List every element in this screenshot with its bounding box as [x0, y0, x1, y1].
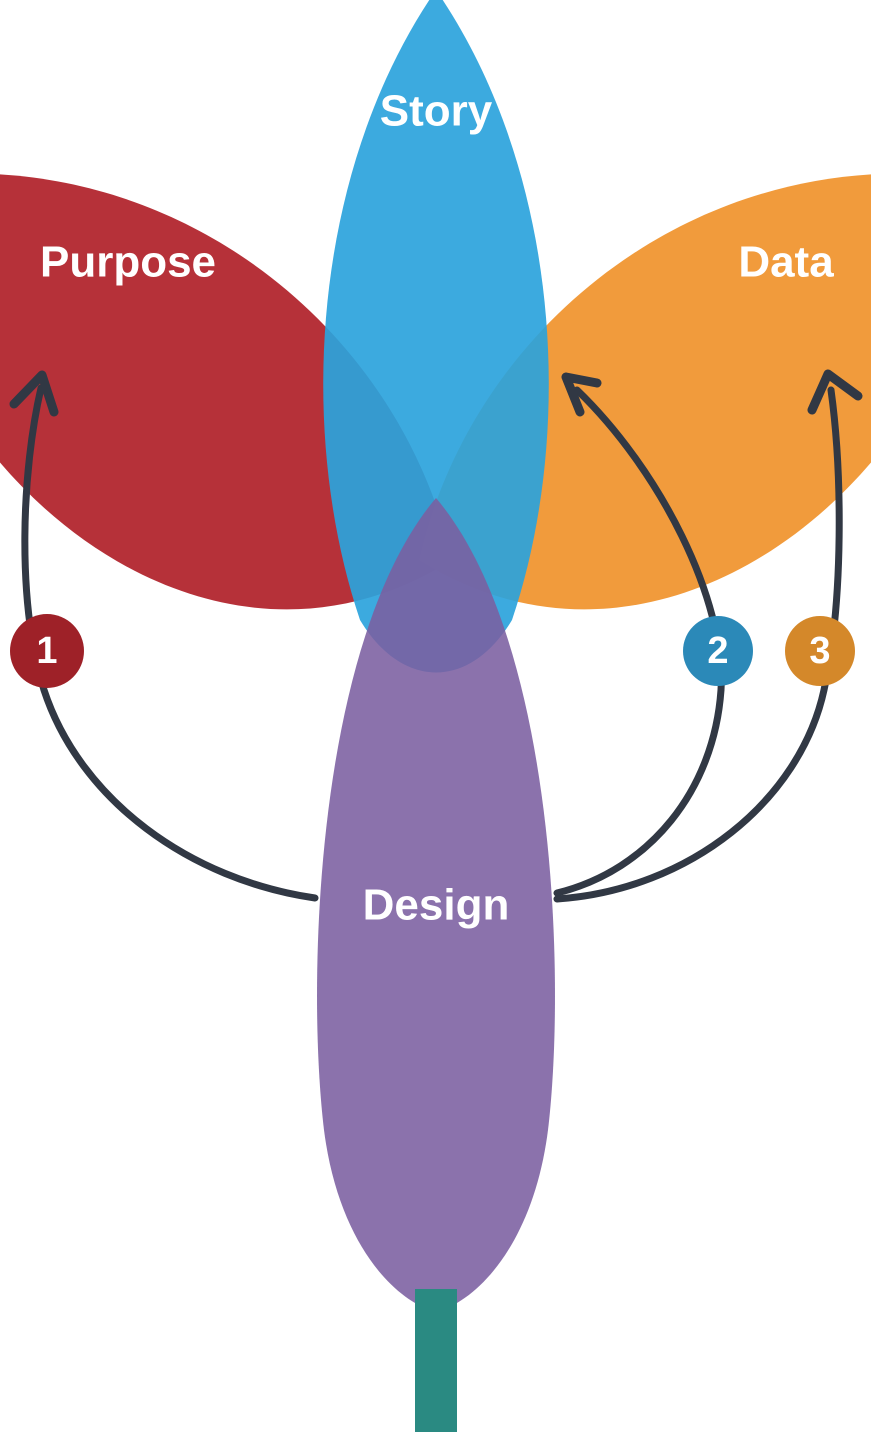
arrow-head-2	[561, 372, 602, 417]
badge-3-circle[interactable]	[785, 616, 855, 686]
badge-group: 1 2 3	[10, 614, 855, 688]
petal-label-story: Story	[380, 87, 493, 136]
badge-1[interactable]: 1	[10, 614, 84, 688]
petal-label-group: Purpose Story Data Design	[40, 87, 834, 930]
stem	[415, 1289, 457, 1432]
petal-label-design: Design	[363, 881, 510, 930]
arrow-head-1	[9, 370, 59, 417]
badge-2[interactable]: 2	[683, 616, 753, 686]
connector-path-3	[553, 386, 843, 903]
badge-1-label: 1	[36, 630, 57, 672]
petal-story[interactable]	[323, 0, 549, 673]
petal-label-purpose: Purpose	[40, 238, 216, 287]
arrow-head-3	[807, 369, 863, 415]
badge-2-circle[interactable]	[683, 616, 753, 686]
connector-group	[9, 369, 863, 903]
petal-label-data: Data	[738, 238, 834, 287]
petal-design[interactable]	[317, 498, 555, 1312]
badge-2-label: 2	[707, 630, 728, 672]
badge-1-circle[interactable]	[10, 614, 84, 688]
connector-path-1	[21, 384, 319, 902]
badge-3-label: 3	[809, 630, 830, 672]
petal-group	[0, 0, 871, 1312]
badge-3[interactable]: 3	[785, 616, 855, 686]
connector-path-2	[553, 386, 725, 897]
